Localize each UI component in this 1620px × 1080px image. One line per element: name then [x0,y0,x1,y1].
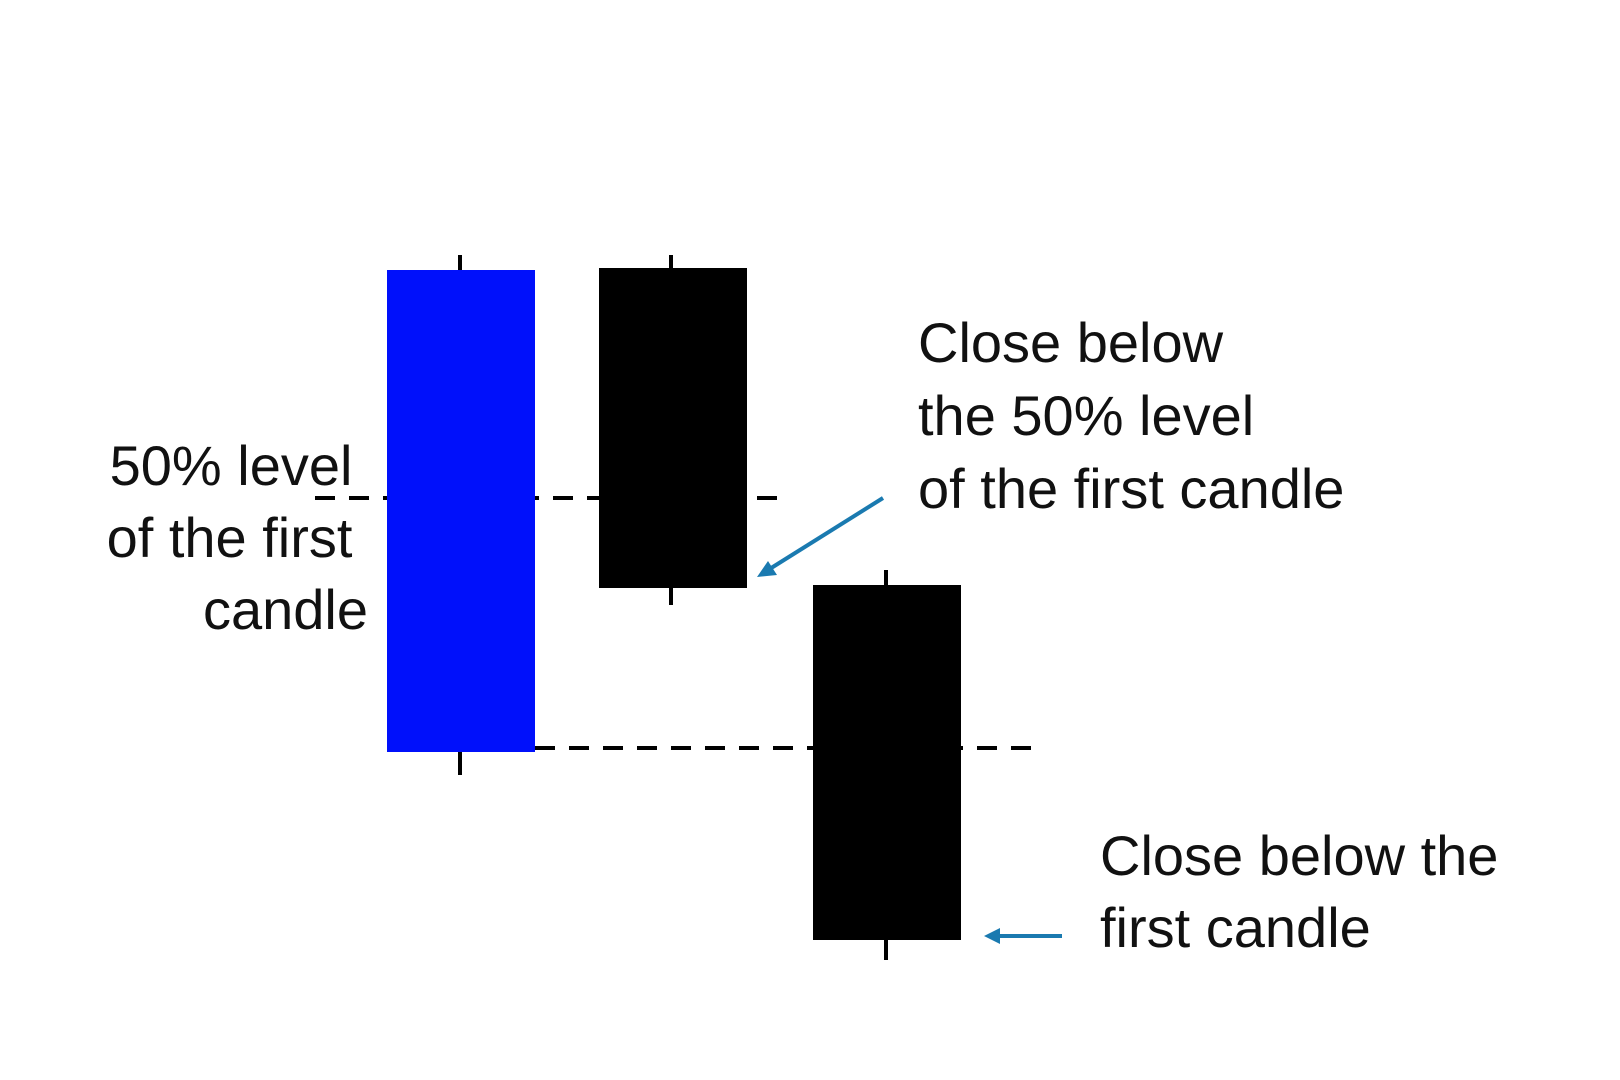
third-candle-body [813,585,961,940]
fifty-percent-level-label-line-3: candle [203,578,368,641]
middle-annotation-line-3: of the first candle [918,457,1344,520]
fifty-percent-level-label-line-2: of the first [107,506,353,569]
middle-annotation-line-1: Close below [918,311,1224,374]
bottom-annotation-arrow [984,928,1062,944]
fifty-percent-level-label: 50% level of the first candle [107,434,368,641]
close-below-first-candle-annotation: Close below the first candle [1100,824,1514,959]
middle-annotation-arrow [757,496,885,577]
bottom-annotation-line-1: Close below the [1100,824,1498,887]
close-below-fifty-percent-annotation: Close below the 50% level of the first c… [918,311,1344,520]
first-candle-body [387,270,535,752]
second-candle-body [599,268,747,588]
middle-annotation-line-2: the 50% level [918,384,1254,447]
fifty-percent-level-label-line-1: 50% level [110,434,353,497]
bottom-annotation-line-2: first candle [1100,896,1371,959]
